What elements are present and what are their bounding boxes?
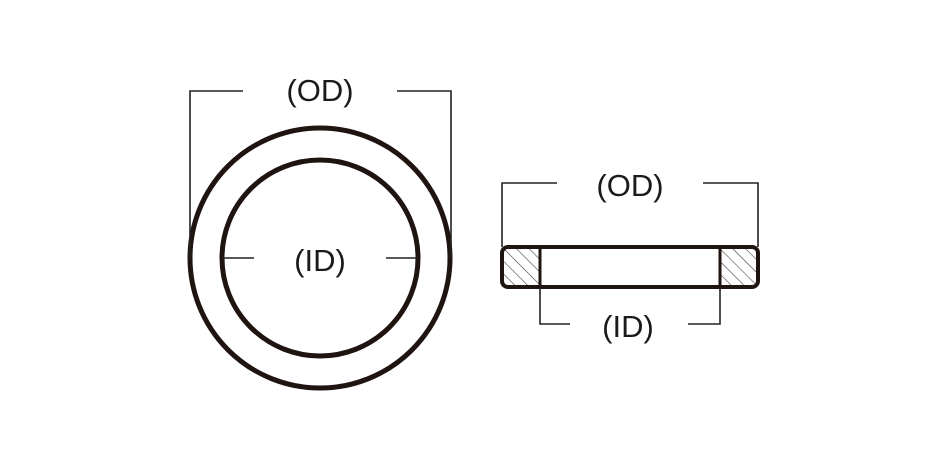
side-profile-outline — [500, 245, 760, 289]
cross-section-right-hatch — [720, 248, 757, 286]
front-view: (OD) (ID) — [187, 73, 453, 391]
od-dimension-line-right — [397, 90, 452, 258]
side-od-label: (OD) — [596, 168, 663, 203]
id-label: (ID) — [294, 243, 346, 278]
od-label: (OD) — [286, 73, 353, 108]
side-od-dimension-line-right — [703, 182, 759, 247]
side-view: (OD) (ID) — [500, 168, 760, 344]
side-id-dimension-line-right — [688, 287, 721, 325]
side-od-dimension-line-left — [501, 182, 557, 247]
od-dimension-line-left — [189, 90, 243, 258]
side-id-label: (ID) — [602, 309, 654, 344]
cross-section-left-hatch — [503, 248, 540, 286]
side-id-dimension-line-left — [539, 287, 570, 325]
